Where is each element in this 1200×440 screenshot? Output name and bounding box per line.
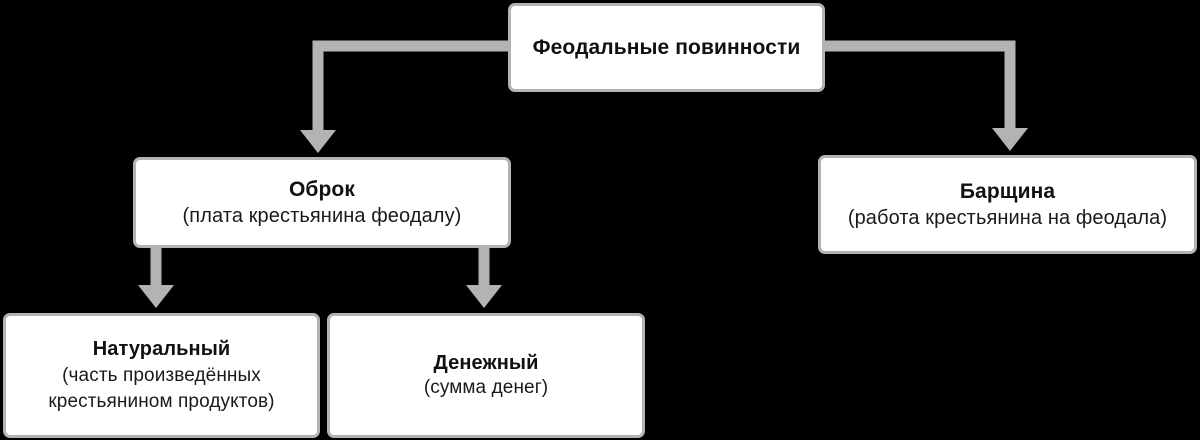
- node-obrok-subtitle: (плата крестьянина феодалу): [182, 205, 462, 228]
- node-barshchina[interactable]: Барщина (работа крестьянина на феодала): [818, 155, 1197, 254]
- edge-root-to-obrok: [300, 40, 508, 153]
- edge-obrok-to-naturalny: [138, 248, 174, 308]
- node-root-title: Феодальные повинности: [532, 35, 801, 59]
- node-naturalny-subtitle: (часть произведённых крестьянином продук…: [48, 364, 275, 412]
- node-obrok[interactable]: Оброк (плата крестьянина феодалу): [133, 157, 511, 248]
- node-root[interactable]: Феодальные повинности: [508, 3, 825, 92]
- node-obrok-title: Оброк: [289, 177, 355, 201]
- node-barshchina-title: Барщина: [959, 179, 1056, 203]
- node-denezhny-title: Денежный: [433, 351, 539, 374]
- node-denezhny-subtitle: (сумма денег): [423, 377, 549, 399]
- edge-obrok-to-denezhny: [466, 248, 502, 308]
- edge-root-to-barshchina: [825, 40, 1028, 151]
- node-naturalny[interactable]: Натуральный (часть произведённых крестья…: [3, 313, 320, 438]
- node-barshchina-subtitle: (работа крестьянина на феодала): [847, 207, 1168, 230]
- node-denezhny[interactable]: Денежный (сумма денег): [327, 313, 645, 438]
- node-naturalny-title: Натуральный: [92, 338, 231, 361]
